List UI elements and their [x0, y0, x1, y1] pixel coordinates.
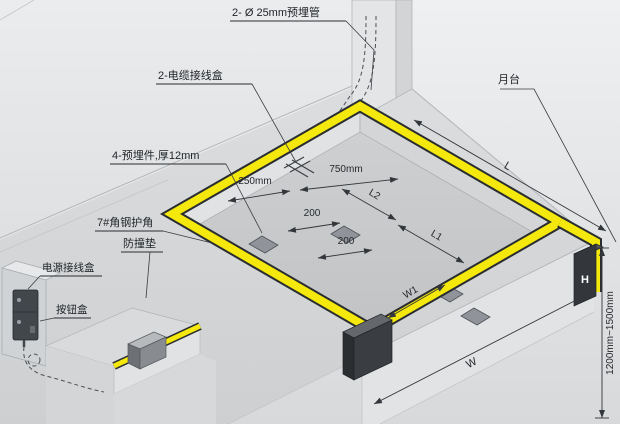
inset-detail-drawing: 电源接线盒 按钮盒 [1, 260, 216, 424]
inset-cable-dashed [23, 346, 105, 393]
dim-l: L [502, 160, 513, 173]
bumper-block-h: H [573, 243, 604, 307]
label-button-box: 按钮盒 [56, 303, 88, 316]
wall-base-edge [0, 85, 353, 239]
label-cable-junction-box: 2-电缆接线盒 [158, 68, 223, 82]
dim-l2: L2 [367, 187, 383, 202]
inset-dock-left-face [46, 346, 114, 424]
platform-left-top-edge [227, 356, 363, 424]
back-wall [0, 0, 352, 238]
label-corner-guard: 7#角钢护角 [97, 215, 153, 229]
dim-200-b: 200 [338, 236, 355, 247]
column-side-face [395, 0, 413, 99]
embedded-plate [248, 235, 279, 254]
dim-250mm: 250mm [238, 176, 271, 187]
dim-200-a: 200 [304, 208, 321, 219]
label-embedded-pipes: 2- Ø 25mm预埋管 [232, 5, 320, 19]
label-power-box: 电源接线盒 [42, 261, 95, 274]
dim-750mm: 750mm [329, 164, 362, 175]
inset-bumper-pad [127, 331, 167, 370]
dim-h-label: H [581, 274, 589, 286]
dim-height-range: 1200mm~1500mm [605, 291, 616, 375]
dim-l1: L1 [429, 228, 445, 243]
inset-power-box [12, 289, 39, 347]
inset-ground [114, 354, 216, 424]
cable-junction-box-symbol [283, 156, 315, 178]
callout-labels: 2- Ø 25mm预埋管 2-电缆接线盒 月台 4-预埋件,厚12mm 7#角钢… [95, 5, 617, 299]
label-bumper: 防撞垫 [123, 236, 156, 250]
wall-base-shadow-line [0, 179, 169, 253]
label-embedded-plates: 4-预埋件,厚12mm [112, 149, 199, 162]
wall-corner-line [0, 0, 35, 21]
label-platform: 月台 [498, 72, 520, 86]
